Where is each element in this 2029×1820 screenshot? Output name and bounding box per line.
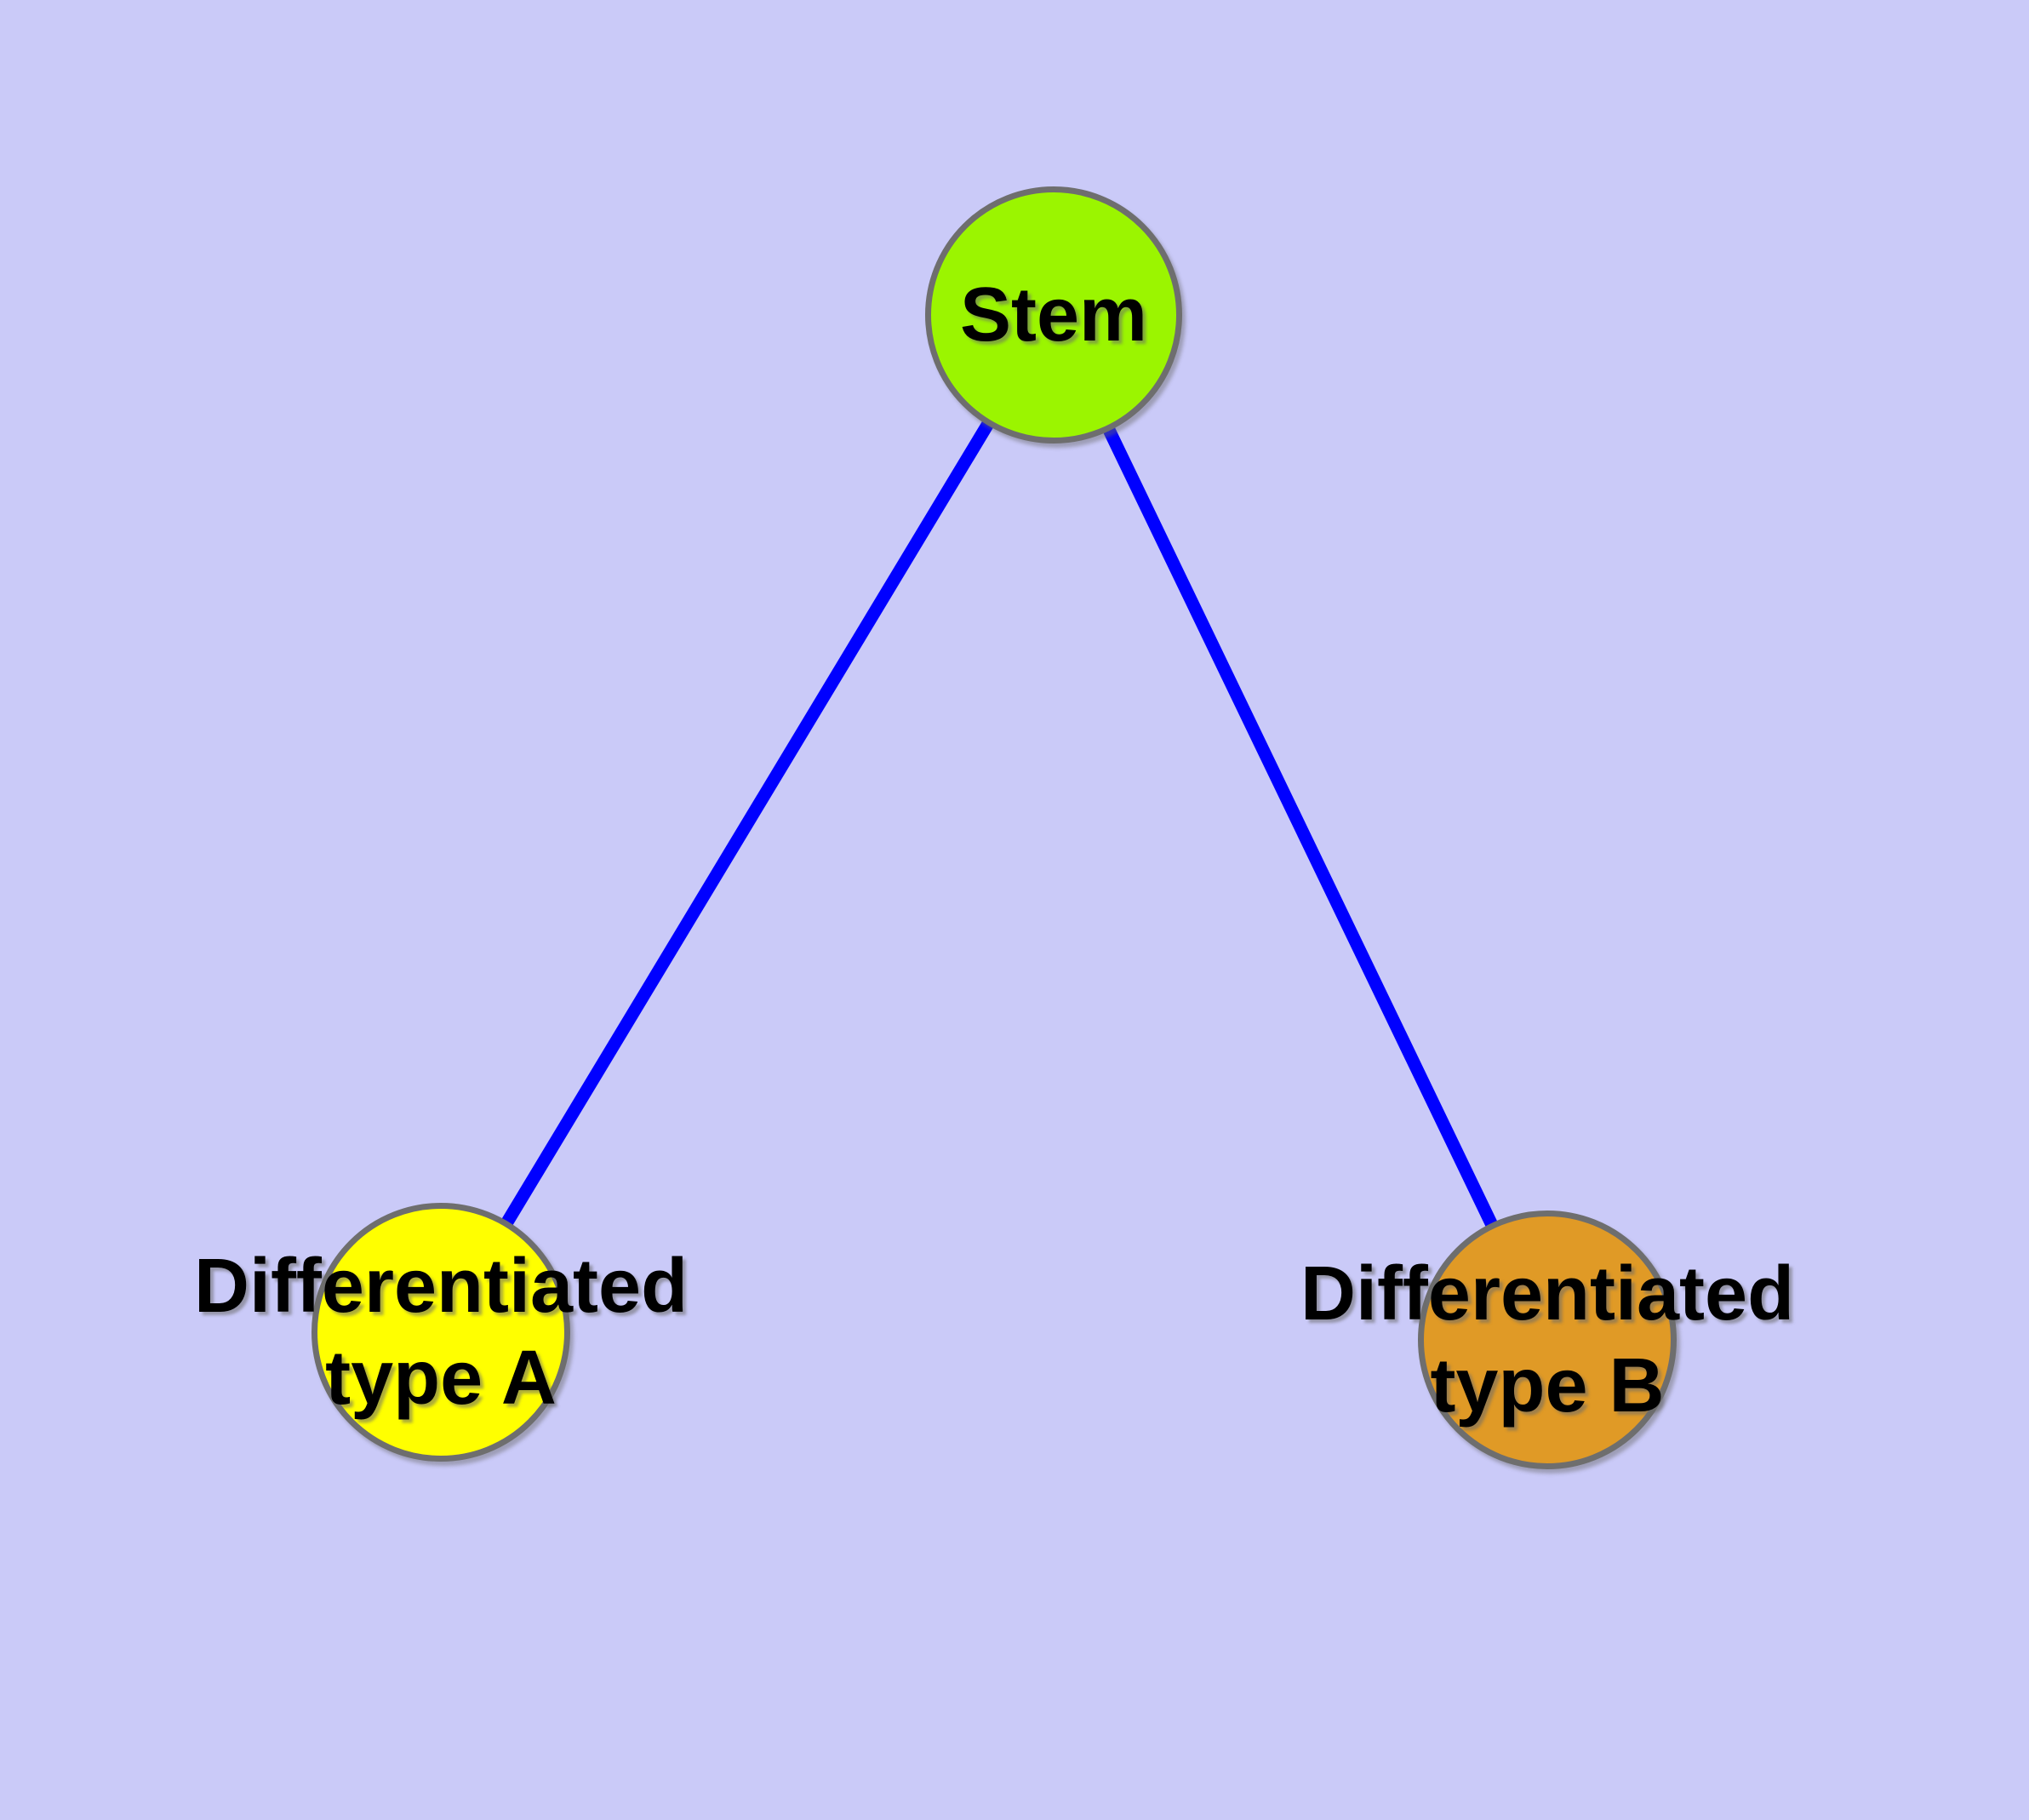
node-differentiated-type-b-label-line2: type B	[1430, 1343, 1665, 1428]
node-stem: Stem	[925, 186, 1182, 444]
node-differentiated-type-a-label-line2: type A	[325, 1336, 557, 1421]
node-differentiated-type-b-label-line1: Differentiated	[1300, 1251, 1795, 1336]
node-stem-label-line1: Stem	[959, 272, 1148, 358]
edge-line	[435, 312, 1060, 1336]
node-differentiated-type-a-label: Differentiated type A	[194, 1240, 688, 1424]
node-differentiated-type-a-label-line1: Differentiated	[193, 1244, 689, 1329]
node-differentiated-type-b: Differentiated type B	[1300, 1210, 1794, 1469]
node-differentiated-type-b-label: Differentiated type B	[1300, 1248, 1794, 1432]
node-differentiated-type-a: Differentiated type A	[194, 1203, 688, 1462]
node-stem-label: Stem	[960, 269, 1147, 361]
edge-line	[1048, 312, 1553, 1343]
